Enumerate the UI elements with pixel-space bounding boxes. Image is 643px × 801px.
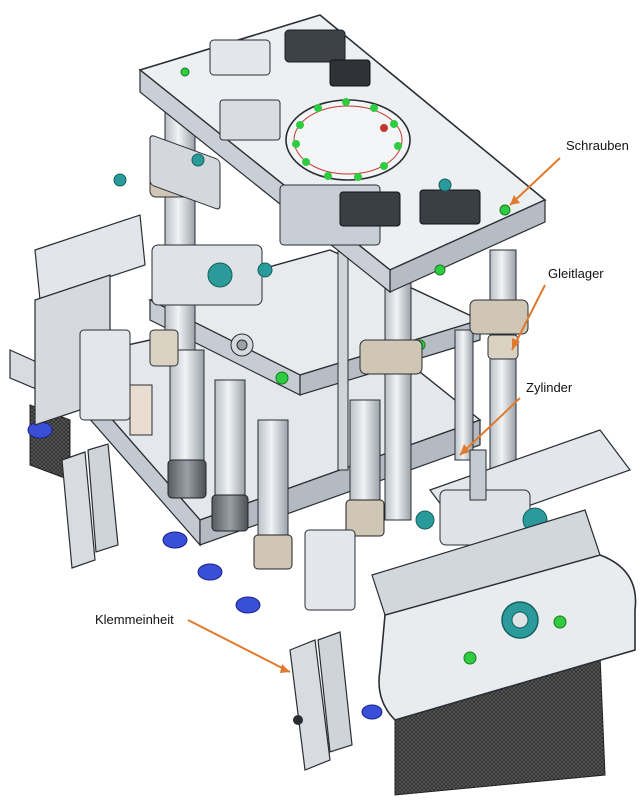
lower-cylinders xyxy=(167,349,385,570)
suction-cups xyxy=(27,421,383,720)
arrow-gleitlager xyxy=(511,284,546,351)
arrow-zylinder xyxy=(459,397,521,456)
callout-arrows xyxy=(187,157,561,673)
valve-blocks xyxy=(113,29,481,246)
label-klemmeinheit: Klemmeinheit xyxy=(95,612,174,627)
label-zylinder: Zylinder xyxy=(526,380,573,395)
right-drive-unit xyxy=(415,429,631,546)
clamp-units xyxy=(61,329,356,771)
right-brush-housing xyxy=(371,509,637,796)
arrow-klemmeinheit xyxy=(187,619,291,673)
arrow-schrauben xyxy=(509,157,561,206)
label-schrauben: Schrauben xyxy=(566,138,629,153)
label-gleitlager: Gleitlager xyxy=(548,266,604,281)
